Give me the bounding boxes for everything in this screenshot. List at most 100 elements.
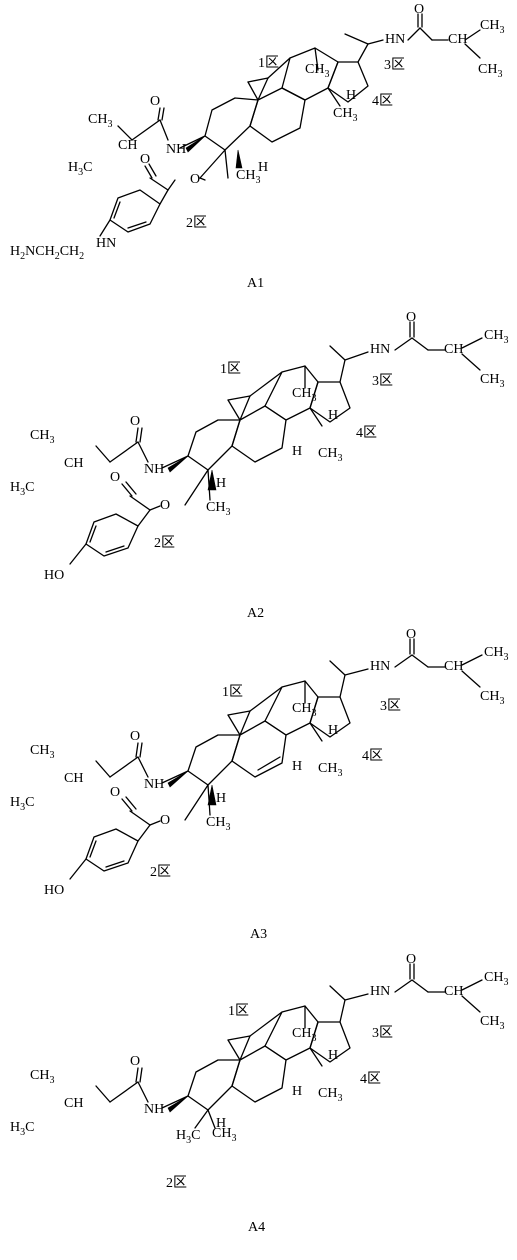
region-label-4: 4区 [362,749,383,764]
atom-label: HN [96,236,117,251]
atom-label: H [328,408,339,423]
region-label-2: 2区 [186,216,207,231]
atom-label: CH3 [88,112,113,130]
atom-label: CH3 [30,743,55,761]
atom-label: H3C [10,480,35,498]
atom-label: CH3 [318,446,343,464]
atom-label: H [292,1084,303,1099]
region-label-1: 1区 [228,1004,249,1019]
atom-label: O [150,94,161,109]
atom-label: CH3 [484,328,509,346]
atom-label: O [110,785,121,800]
atom-label: NH [144,777,165,792]
compound-a3-structure [69,638,483,880]
atom-label: HN [385,32,406,47]
atom-label: H [216,476,227,491]
compound-a3-panel: O HN CH CH3 CH3 CH3 H H CH3 NH O CH3 CH … [0,625,517,942]
atom-label: O [130,414,141,429]
atom-label: H3C [10,1120,35,1138]
compound-a1-structure [99,13,481,237]
atom-label: H [328,723,339,738]
atom-label: NH [144,462,165,477]
atom-label: CH [444,342,464,357]
atom-label: CH3 [292,701,317,719]
compound-a1-panel: O HN CH CH3 CH3 CH3 H CH3 NH O CH3 CH H3… [0,0,517,310]
atom-label: CH [64,1096,84,1111]
atom-label: O [190,172,201,187]
atom-label: CH3 [484,645,509,663]
region-label-4: 4区 [360,1072,381,1087]
atom-label: HO [44,883,65,898]
atom-label: CH3 [292,386,317,404]
atom-label: HO [44,568,65,583]
atom-label: HN [370,659,391,674]
atom-label: CH3 [478,62,503,80]
region-label-3: 3区 [372,1026,393,1041]
atom-label: H3C [68,160,93,178]
atom-label: CH3 [318,761,343,779]
atom-label: CH3 [292,1026,317,1044]
atom-label: CH3 [30,428,55,446]
region-label-3: 3区 [384,58,405,73]
region-label-4: 4区 [356,426,377,441]
atom-label: CH3 [333,106,358,124]
atom-label: O [406,310,417,325]
compound-a4-panel: O HN CH CH3 CH3 CH3 H H CH3 NH O CH3 CH … [0,950,517,1260]
atom-label: NH [144,1102,165,1117]
atom-label: H3C [176,1128,201,1146]
atom-label: H [346,88,357,103]
atom-label: H2NCH2CH2 [10,244,85,262]
atom-label: CH3 [480,372,505,390]
atom-label: CH3 [484,970,509,988]
atom-label: CH3 [212,1126,237,1144]
atom-label: O [140,152,151,167]
atom-label: O [110,470,121,485]
atom-label: CH [64,456,84,471]
compound-caption: A2 [247,606,265,621]
atom-label: H3C [10,795,35,813]
compound-caption: A1 [247,276,265,291]
region-label-2: 2区 [166,1176,187,1191]
region-label-2: 2区 [154,536,175,551]
compound-caption: A4 [248,1220,266,1235]
atom-label: H [292,444,303,459]
atom-label: O [414,2,425,17]
atom-label: CH3 [480,689,505,707]
compound-caption: A3 [250,927,268,942]
atom-label: O [160,498,171,513]
atom-label: O [130,1054,141,1069]
region-label-1: 1区 [222,685,243,700]
atom-label: CH3 [206,500,231,518]
atom-label: O [130,729,141,744]
atom-label: CH [448,32,468,47]
atom-label: H [328,1048,339,1063]
atom-label: CH [444,659,464,674]
atom-label: H [216,791,227,806]
region-label-1: 1区 [220,362,241,377]
atom-label: CH3 [305,62,330,80]
compound-a4-structure [95,963,483,1129]
atom-label: CH3 [206,815,231,833]
compound-a2-structure [69,321,483,565]
region-label-2: 2区 [150,865,171,880]
region-label-3: 3区 [372,374,393,389]
atom-label: O [406,627,417,642]
atom-label: HN [370,342,391,357]
atom-label: CH3 [480,1014,505,1032]
region-label-4: 4区 [372,94,393,109]
atom-label: H [292,759,303,774]
region-label-1: 1区 [258,56,279,71]
atom-label: CH [444,984,464,999]
atom-label: CH3 [236,168,261,186]
atom-label: CH3 [480,18,505,36]
region-label-3: 3区 [380,699,401,714]
compound-a2-panel: O HN CH CH3 CH3 CH3 H H CH3 NH O CH3 CH … [0,310,517,621]
atom-label: CH [118,138,138,153]
atom-label: O [406,952,417,967]
atom-label: CH3 [30,1068,55,1086]
atom-label: H [216,1116,227,1131]
atom-label: HN [370,984,391,999]
atom-label: NH [166,142,187,157]
atom-label: CH3 [318,1086,343,1104]
atom-label: H [258,160,269,175]
